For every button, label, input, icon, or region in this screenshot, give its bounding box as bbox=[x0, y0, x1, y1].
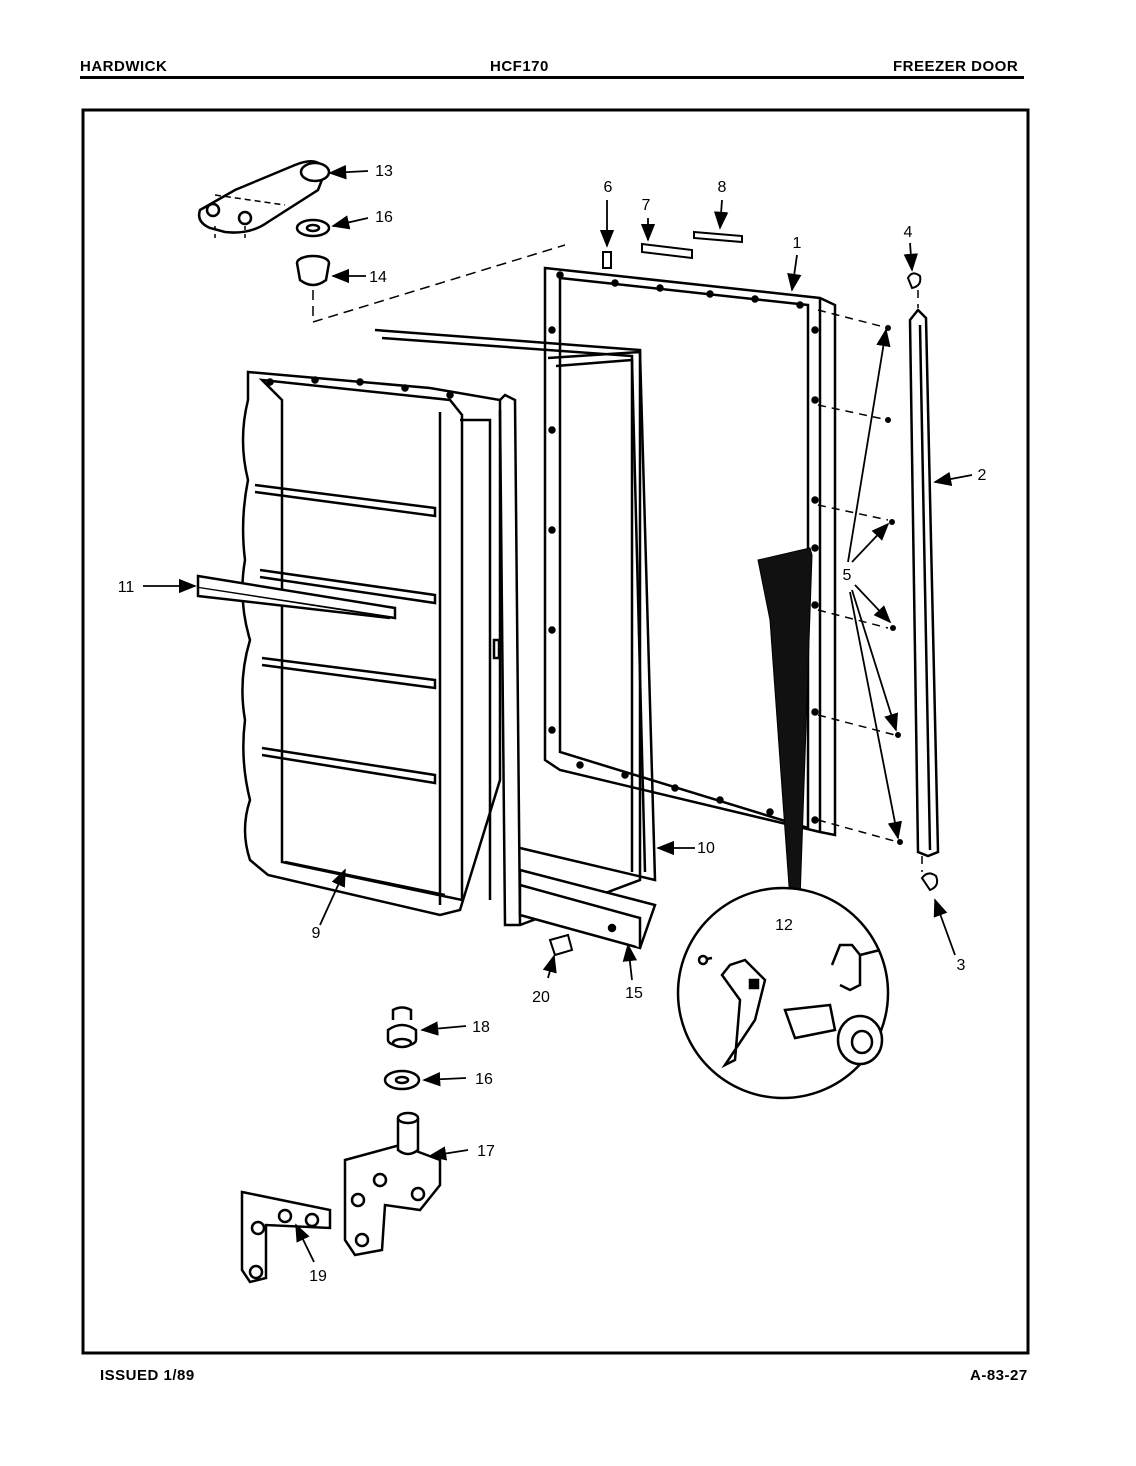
trim-part-15 bbox=[518, 868, 657, 950]
callout-5: 5 bbox=[843, 567, 852, 584]
drawing-border bbox=[81, 108, 1030, 1355]
callout-8: 8 bbox=[718, 179, 727, 196]
door-liner-part-9 bbox=[241, 370, 502, 917]
strip-part-2 bbox=[908, 308, 940, 858]
leader-lines bbox=[143, 164, 973, 1263]
pin-part-6 bbox=[602, 251, 612, 269]
issued-date: ISSUED 1/89 bbox=[100, 1367, 195, 1384]
callout-17: 17 bbox=[477, 1143, 495, 1160]
callout-3: 3 bbox=[957, 957, 966, 974]
callout-16-lower: 16 bbox=[475, 1071, 493, 1088]
hinge-pin-part-18 bbox=[386, 1006, 418, 1049]
callout-12: 12 bbox=[775, 917, 793, 934]
callout-14: 14 bbox=[369, 269, 387, 286]
clip-part-20 bbox=[548, 933, 574, 957]
gasket-part-10 bbox=[519, 350, 657, 882]
handle-detail-part-12 bbox=[676, 886, 890, 1100]
bar-part-7 bbox=[641, 242, 693, 260]
bushing-part-14 bbox=[295, 254, 331, 287]
callout-4: 4 bbox=[904, 224, 913, 241]
strip-guides bbox=[817, 290, 923, 872]
hinge-plate-part-19 bbox=[240, 1190, 332, 1284]
top-hinge-part-13 bbox=[197, 160, 331, 240]
callout-20: 20 bbox=[532, 989, 550, 1006]
handle-strip bbox=[757, 547, 813, 901]
callout-2: 2 bbox=[978, 467, 987, 484]
header-section: FREEZER DOOR bbox=[893, 58, 1019, 75]
bar-part-8 bbox=[693, 230, 743, 244]
callout-1: 1 bbox=[793, 235, 802, 252]
clip-part-4 bbox=[906, 272, 922, 290]
callout-16-upper: 16 bbox=[375, 209, 393, 226]
callout-6: 6 bbox=[604, 179, 613, 196]
callout-19: 19 bbox=[309, 1268, 327, 1285]
lower-hinge-part-17 bbox=[343, 1111, 442, 1257]
screws-part-5 bbox=[885, 325, 903, 845]
callout-13: 13 bbox=[375, 163, 393, 180]
callout-7: 7 bbox=[642, 197, 651, 214]
callout-11: 11 bbox=[118, 579, 135, 596]
door-outer-shell bbox=[374, 328, 642, 927]
shelf-bar-part-11 bbox=[196, 574, 397, 620]
header-rule bbox=[80, 76, 1024, 79]
callout-9: 9 bbox=[312, 925, 321, 942]
callout-15: 15 bbox=[625, 985, 643, 1002]
drawing-number: A-83-27 bbox=[970, 1367, 1028, 1384]
header-brand: HARDWICK bbox=[80, 58, 168, 75]
header-model: HCF170 bbox=[490, 58, 549, 75]
washer-part-16-lower bbox=[383, 1069, 421, 1091]
callout-10: 10 bbox=[697, 840, 715, 857]
clip-part-3 bbox=[920, 872, 939, 892]
washer-part-16-upper bbox=[295, 218, 331, 238]
callout-18: 18 bbox=[472, 1019, 490, 1036]
